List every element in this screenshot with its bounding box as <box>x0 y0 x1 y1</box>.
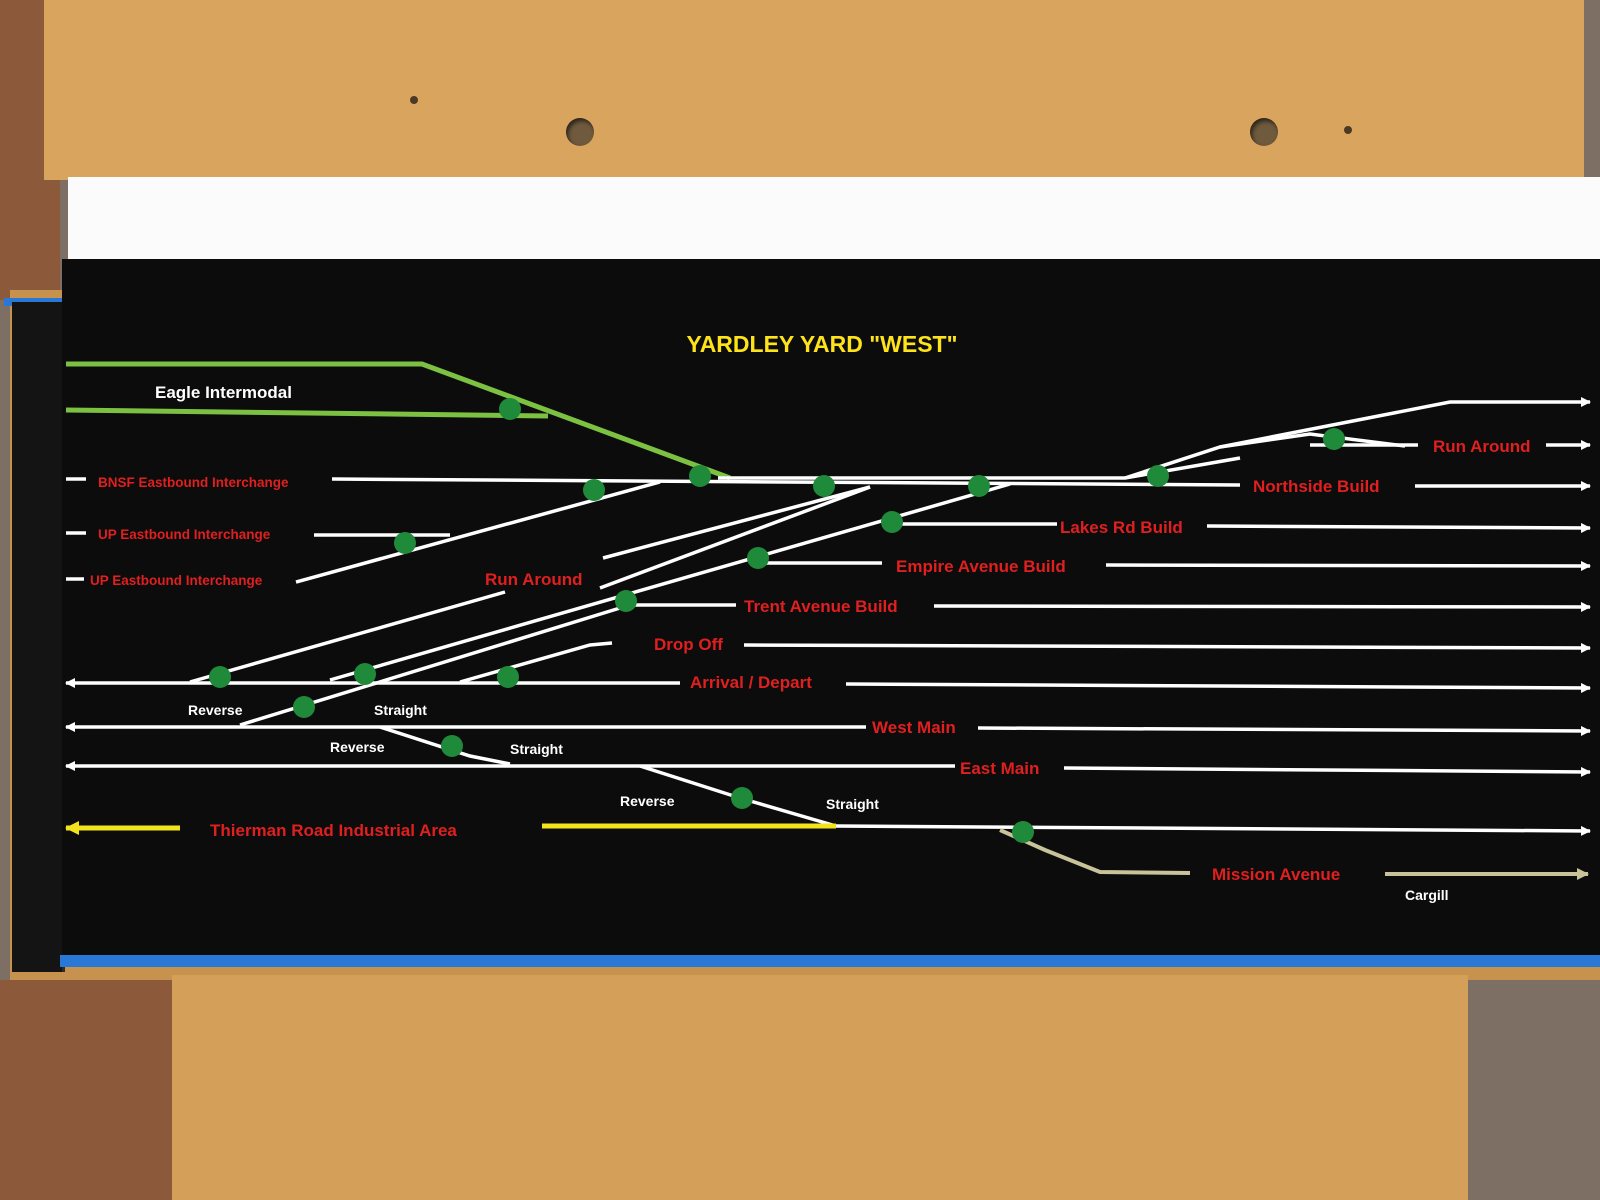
straight-label: Straight <box>374 702 427 718</box>
bnsf-label: BNSF Eastbound Interchange <box>98 475 289 490</box>
thierman-label: Thierman Road Industrial Area <box>210 821 457 840</box>
switch-dot <box>441 735 463 757</box>
switch-dot <box>497 666 519 688</box>
mission-label: Mission Avenue <box>1212 865 1340 884</box>
switch-dot <box>499 398 521 420</box>
switch-dot <box>881 511 903 533</box>
eagle-intermodal-tracks <box>66 364 730 478</box>
switch-dot <box>968 475 990 497</box>
switch-dot <box>209 666 231 688</box>
switch-dot <box>731 787 753 809</box>
diagram-title: YARDLEY YARD "WEST" <box>686 331 957 357</box>
switch-dot <box>615 590 637 612</box>
reverse-label: Reverse <box>330 739 385 755</box>
switch-indicators <box>209 398 1345 843</box>
run-around-left-label: Run Around <box>485 570 583 589</box>
switch-dot <box>293 696 315 718</box>
lakes-label: Lakes Rd Build <box>1060 518 1183 537</box>
switch-dot <box>747 547 769 569</box>
cargill-label: Cargill <box>1405 887 1449 903</box>
straight-label: Straight <box>826 796 879 812</box>
northside-label: Northside Build <box>1253 477 1380 496</box>
track-lines <box>66 402 1590 831</box>
up-interchange-label-2: UP Eastbound Interchange <box>90 573 263 588</box>
drop-off-label: Drop Off <box>654 635 723 654</box>
switch-dot <box>1323 428 1345 450</box>
run-around-right-label: Run Around <box>1433 437 1531 456</box>
reverse-label: Reverse <box>188 702 243 718</box>
empire-label: Empire Avenue Build <box>896 557 1066 576</box>
east-main-label: East Main <box>960 759 1039 778</box>
switch-dot <box>813 475 835 497</box>
straight-label: Straight <box>510 741 563 757</box>
west-main-label: West Main <box>872 718 956 737</box>
switch-dot <box>354 663 376 685</box>
trent-label: Trent Avenue Build <box>744 597 898 616</box>
switch-dot <box>689 465 711 487</box>
arrival-depart-label: Arrival / Depart <box>690 673 812 692</box>
switch-dot <box>1012 821 1034 843</box>
up-interchange-label-1: UP Eastbound Interchange <box>98 527 271 542</box>
switch-dot <box>1147 465 1169 487</box>
reverse-label: Reverse <box>620 793 675 809</box>
switch-dot <box>394 532 416 554</box>
eagle-intermodal-label: Eagle Intermodal <box>155 383 292 402</box>
switch-dot <box>583 479 605 501</box>
